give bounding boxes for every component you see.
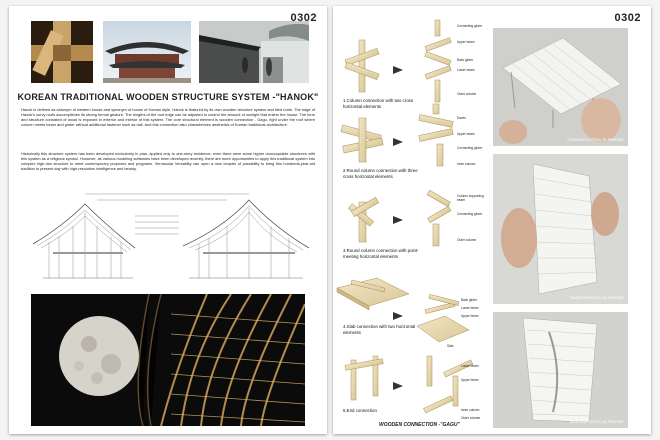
page-title: KOREAN TRADITIONAL WOODEN STRUCTURE SYST… — [17, 92, 319, 102]
part-label: Upper beam — [457, 40, 475, 44]
part-label: Slab — [447, 344, 454, 348]
footer-caption: WOODEN CONNECTION -"GAGU" — [379, 422, 460, 428]
moon-structure-image — [31, 294, 305, 426]
photo-caption: TRANSFORMATION_3D PRINTING — [569, 296, 624, 300]
part-label: Connecting girder — [457, 146, 483, 150]
intro-paragraph: Hanok is defined as antonym of western h… — [21, 107, 315, 127]
hanok-alley-photo — [199, 21, 309, 83]
hanok-section-drawing — [32, 193, 310, 279]
part-label: Column supporting beam — [457, 194, 484, 202]
high-adaptation-photo: HIGH-ADAPTATION_3D PRINTING — [493, 312, 628, 428]
step-5-label: 5.End connection — [343, 408, 377, 413]
part-label: Inner column — [457, 162, 476, 166]
part-label: Outer column — [457, 92, 477, 96]
palace-image — [103, 21, 191, 83]
part-label: Lower beam — [457, 68, 475, 72]
high-adaptation-model-image — [493, 312, 628, 428]
part-label: Connecting girder — [457, 24, 483, 28]
photo-caption: STANDARD SYSTEM_3D PRINTING — [567, 138, 624, 142]
step-3-label: 3.Round column connection with point-mee… — [343, 248, 419, 259]
part-label: Back girder — [457, 58, 474, 62]
hanok-alley-image — [199, 21, 309, 83]
part-label: Inner column — [461, 408, 480, 412]
standard-system-photo: STANDARD SYSTEM_3D PRINTING — [493, 28, 628, 146]
transformation-model-image — [493, 154, 628, 304]
right-board: 0302 — [333, 6, 651, 434]
moon-structure-photo — [31, 294, 305, 426]
photo-caption: HIGH-ADAPTATION_3D PRINTING — [569, 420, 624, 424]
part-label: Back girder — [461, 298, 478, 302]
history-paragraph: Historically this structure system has b… — [21, 151, 315, 171]
part-label: Connecting girder — [457, 212, 483, 216]
gagu-connection-diagrams — [336, 19, 474, 414]
step-2-label: 2.Round column connection with three cro… — [343, 168, 418, 179]
part-label: Upper beam — [461, 378, 479, 382]
step-4-label: 4.Slab connection with two horizontal el… — [343, 324, 416, 335]
wood-joint-image — [31, 21, 93, 83]
palace-roof-photo — [103, 21, 191, 83]
board-number: 0302 — [614, 12, 641, 24]
part-label: Upper beam — [461, 314, 479, 318]
left-board: 0302 — [9, 6, 327, 434]
part-label: Upper beam — [457, 132, 475, 136]
part-label: Lower beam — [461, 306, 479, 310]
transformation-photo: TRANSFORMATION_3D PRINTING — [493, 154, 628, 304]
part-label: Lower beam — [461, 364, 479, 368]
standard-model-image — [493, 28, 628, 146]
part-label: Eaves — [457, 116, 466, 120]
part-label: Outer column — [461, 416, 481, 420]
step-1-label: 1.Column connection with two cross horiz… — [343, 98, 414, 109]
part-label: Outer column — [457, 238, 477, 242]
wood-joint-photo — [31, 21, 93, 83]
